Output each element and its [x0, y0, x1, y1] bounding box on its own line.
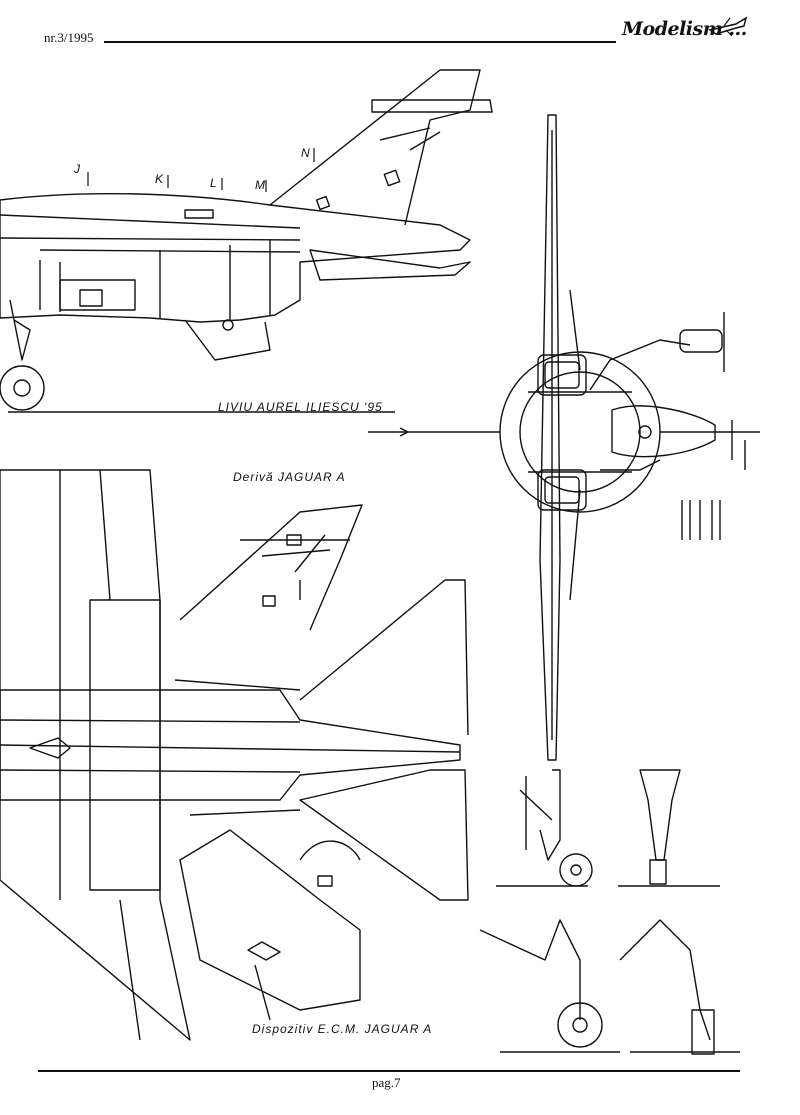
jaguar-technical-drawing — [0, 69, 760, 1055]
station-label-j: J — [74, 162, 80, 176]
issue-number: nr.3/1995 — [44, 30, 94, 45]
station-label-l: L — [210, 176, 217, 190]
author-caption: LIVIU AUREL ILIESCU '95 — [218, 400, 383, 414]
plan-view — [0, 469, 469, 1041]
aircraft-logo-icon — [708, 16, 748, 37]
station-label-m: M — [255, 178, 265, 192]
front-view — [368, 114, 760, 761]
header-rule — [104, 41, 616, 43]
station-label-k: K — [155, 172, 164, 186]
side-view-tail — [269, 69, 493, 226]
side-view-landing-gear — [0, 299, 45, 411]
page-number: pag.7 — [372, 1075, 401, 1090]
ecm-detail — [179, 829, 361, 1021]
station-label-n: N — [301, 146, 310, 160]
ecm-caption: Dispozitiv E.C.M. JAGUAR A — [252, 1022, 433, 1036]
landing-gear-details — [479, 769, 740, 1055]
side-view-station-ticks — [87, 148, 315, 192]
side-view-fuselage — [0, 192, 471, 361]
fin-caption: Derivă JAGUAR A — [233, 470, 346, 484]
fin-detail — [179, 504, 363, 631]
footer-rule — [38, 1070, 740, 1072]
